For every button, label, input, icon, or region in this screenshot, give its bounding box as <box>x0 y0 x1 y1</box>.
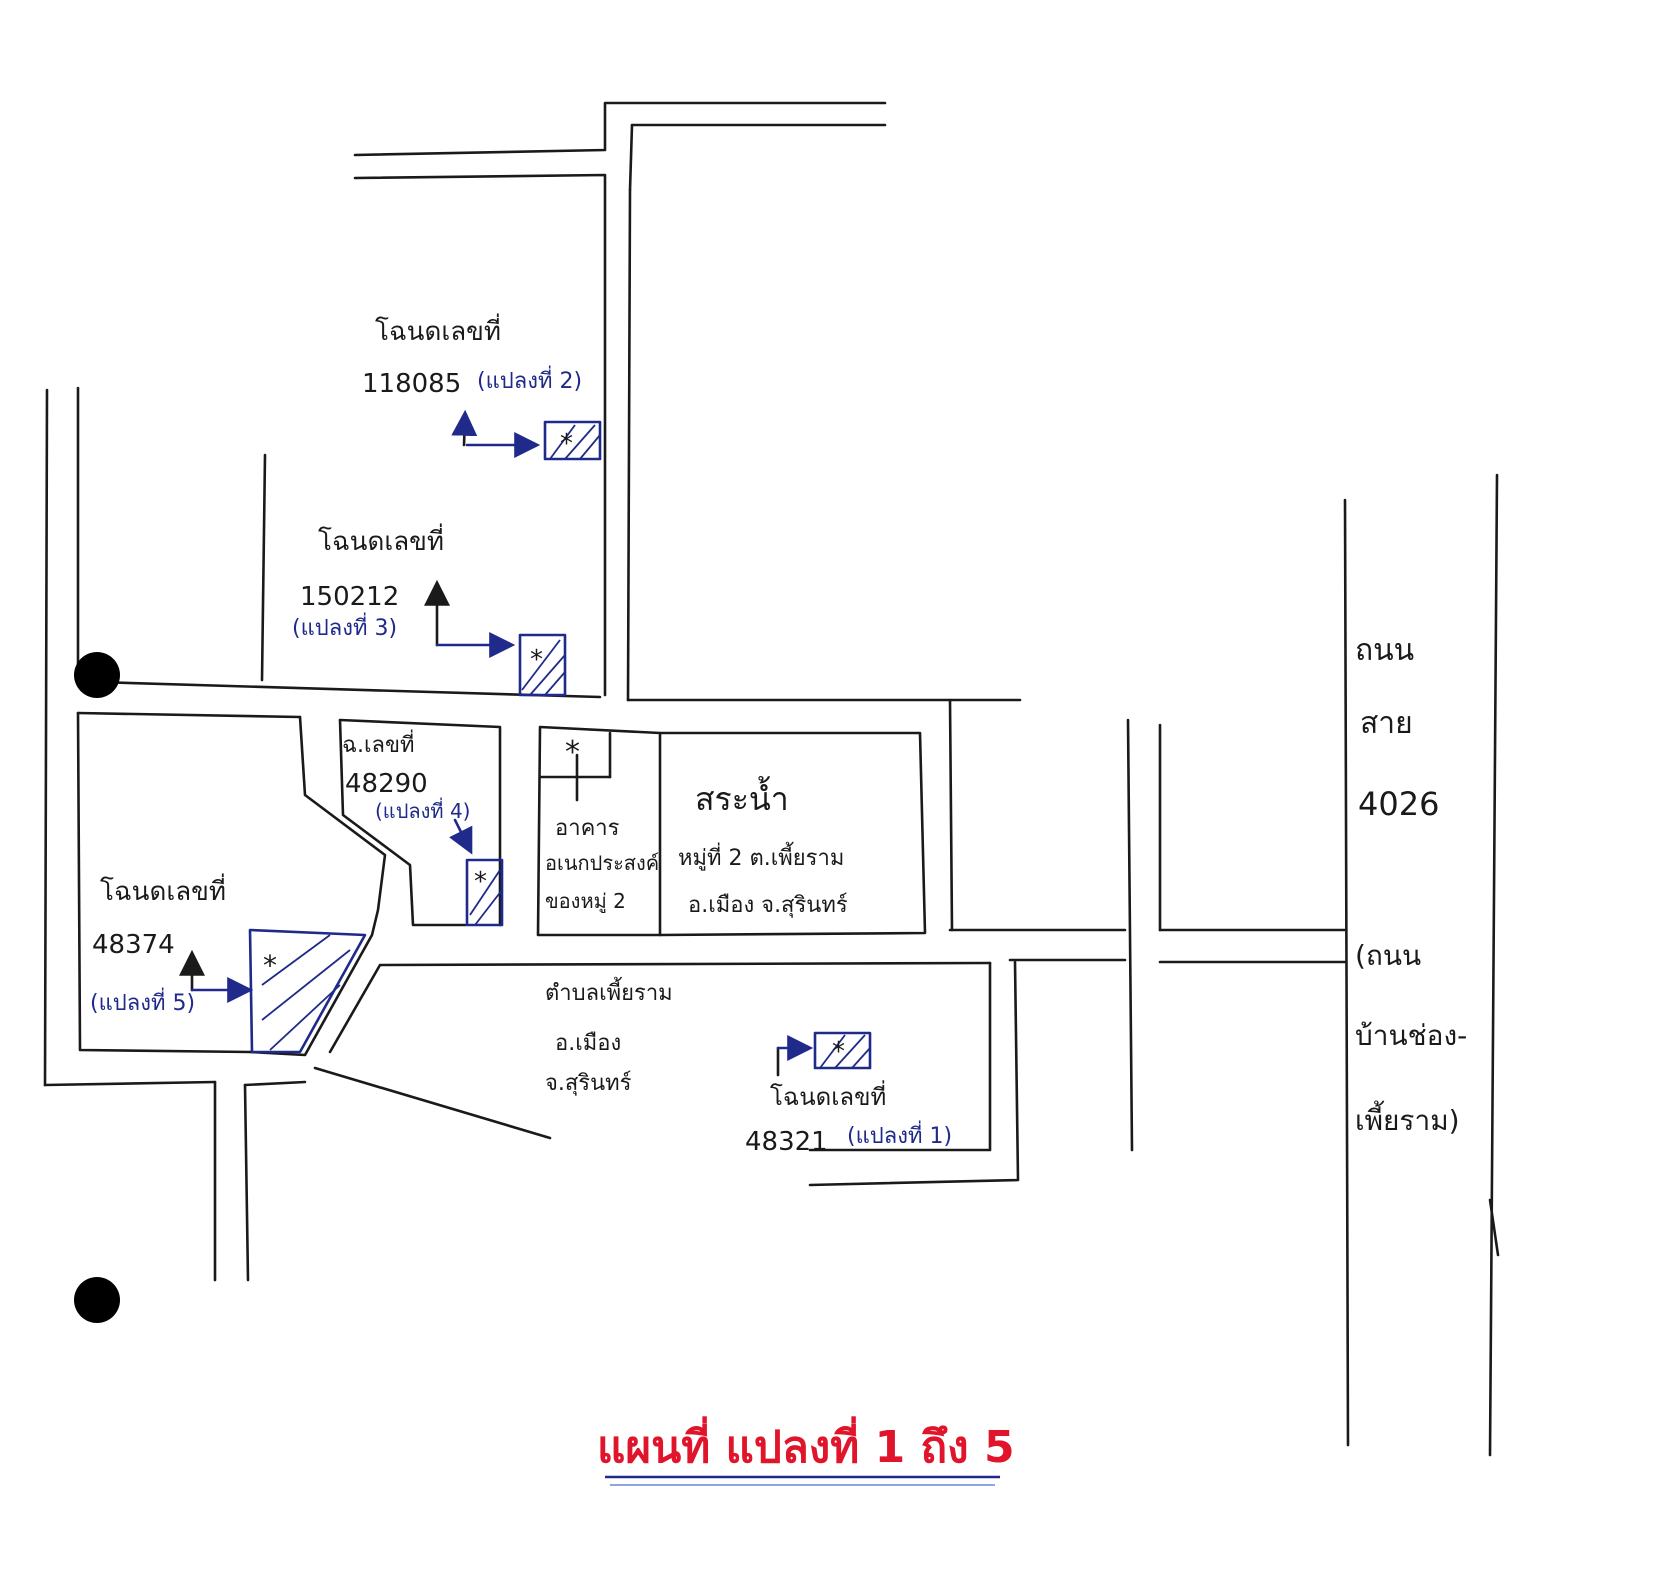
plot-2-label: โฉนดเลขที่ 118085 (แปลงที่ 2) <box>362 313 582 399</box>
svg-text:เพี้ยราม): เพี้ยราม) <box>1355 1100 1460 1137</box>
building-label: อาคาร อเนกประสงค์ ของหมู่ 2 <box>545 816 659 914</box>
road-4026-label: ถนน สาย 4026 (ถนน บ้านช่อง- เพี้ยราม) <box>1355 633 1467 1137</box>
svg-text:*: * <box>832 1037 845 1067</box>
svg-text:โฉนดเลขที่: โฉนดเลขที่ <box>100 873 226 907</box>
subdistrict-label: ตำบลเพี้ยราม อ.เมือง จ.สุรินทร์ <box>545 977 673 1096</box>
svg-text:อ.เมือง: อ.เมือง <box>555 1031 621 1056</box>
svg-text:48290: 48290 <box>345 769 428 799</box>
svg-text:สระน้ำ: สระน้ำ <box>695 776 789 818</box>
svg-text:(แปลงที่ 3): (แปลงที่ 3) <box>292 612 397 641</box>
plot-4-marker: * <box>449 818 504 927</box>
svg-text:ตำบลเพี้ยราม: ตำบลเพี้ยราม <box>545 977 673 1006</box>
svg-text:อ.เมือง จ.สุรินทร์: อ.เมือง จ.สุรินทร์ <box>688 893 848 918</box>
svg-text:(แปลงที่ 5): (แปลงที่ 5) <box>90 987 195 1016</box>
svg-text:อาคาร: อาคาร <box>555 816 620 841</box>
svg-text:(แปลงที่ 4): (แปลงที่ 4) <box>375 797 470 823</box>
svg-text:118085: 118085 <box>362 369 461 399</box>
plot-1-marker: * <box>776 1031 872 1077</box>
svg-text:จ.สุรินทร์: จ.สุรินทร์ <box>545 1071 632 1096</box>
plot-5-marker: * <box>179 928 367 1054</box>
plot-3-label: โฉนดเลขที่ 150212 (แปลงที่ 3) <box>292 523 444 641</box>
punch-hole-top <box>74 652 120 698</box>
plot-5-label: โฉนดเลขที่ 48374 (แปลงที่ 5) <box>90 873 226 1016</box>
road-network <box>43 101 1500 1457</box>
punch-hole-bottom <box>74 1277 120 1323</box>
plot-3-marker: * <box>424 579 567 697</box>
plot-2-marker: * <box>451 409 602 461</box>
svg-text:บ้านช่อง-: บ้านช่อง- <box>1355 1019 1467 1052</box>
svg-text:โฉนดเลขที่: โฉนดเลขที่ <box>770 1080 886 1111</box>
svg-text:48321: 48321 <box>745 1127 828 1157</box>
svg-text:*: * <box>474 867 487 897</box>
plot-4-label: ฉ.เลขที่ 48290 (แปลงที่ 4) <box>342 729 470 823</box>
svg-text:โฉนดเลขที่: โฉนดเลขที่ <box>318 523 444 557</box>
svg-text:โฉนดเลขที่: โฉนดเลขที่ <box>375 313 501 347</box>
svg-text:48374: 48374 <box>92 930 175 960</box>
plot-1-label: โฉนดเลขที่ 48321 (แปลงที่ 1) <box>745 1080 952 1157</box>
svg-text:สาย: สาย <box>1360 706 1413 741</box>
pond-label: สระน้ำ หมู่ที่ 2 ต.เพี้ยราม อ.เมือง จ.สุ… <box>678 776 848 918</box>
svg-text:ฉ.เลขที่: ฉ.เลขที่ <box>342 729 415 758</box>
svg-text:*: * <box>560 429 573 459</box>
svg-text:(ถนน: (ถนน <box>1355 939 1421 972</box>
svg-text:หมู่ที่ 2 ต.เพี้ยราม: หมู่ที่ 2 ต.เพี้ยราม <box>678 842 844 871</box>
svg-text:(แปลงที่ 2): (แปลงที่ 2) <box>477 365 582 394</box>
svg-text:อเนกประสงค์: อเนกประสงค์ <box>545 851 659 875</box>
svg-text:*: * <box>263 949 277 982</box>
svg-text:*: * <box>530 645 543 675</box>
map-title: แผนที่ แปลงที่ 1 ถึง 5 <box>597 1416 1015 1486</box>
svg-text:150212: 150212 <box>300 582 399 612</box>
svg-text:4026: 4026 <box>1358 785 1439 823</box>
svg-text:แผนที่ แปลงที่ 1 ถึง 5: แผนที่ แปลงที่ 1 ถึง 5 <box>597 1416 1015 1473</box>
svg-text:ของหมู่ 2: ของหมู่ 2 <box>545 889 626 914</box>
svg-text:(แปลงที่ 1): (แปลงที่ 1) <box>847 1120 952 1149</box>
svg-text:ถนน: ถนน <box>1355 633 1414 668</box>
